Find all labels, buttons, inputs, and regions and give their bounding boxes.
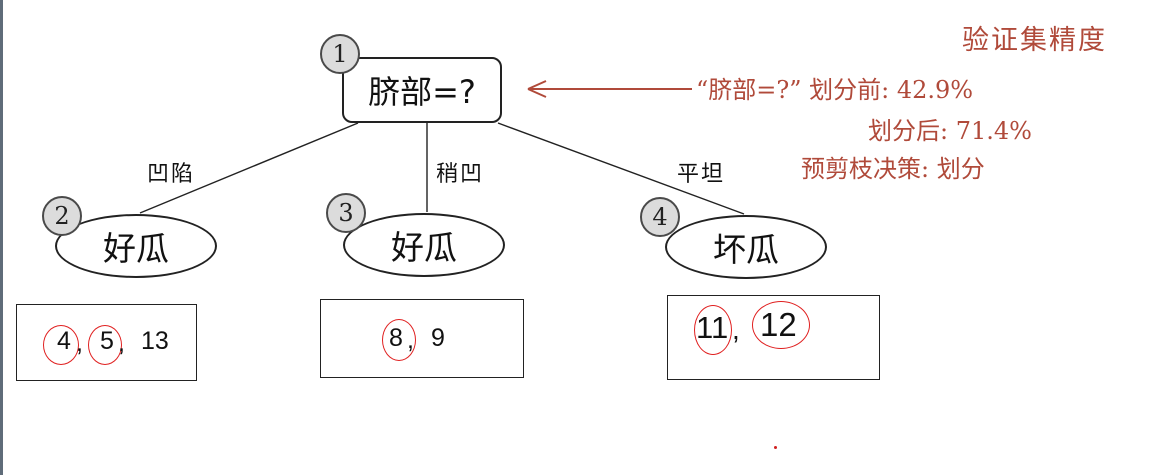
- separator: ,: [76, 329, 83, 357]
- leaf-node-3-number: 3: [326, 193, 366, 233]
- edge-root-to-node-4: [497, 122, 745, 215]
- validation-circle-mark: [88, 325, 122, 365]
- leaf-node-2: 好瓜: [55, 214, 217, 278]
- root-node-label: 脐部=?: [368, 73, 476, 111]
- branch-label-1: 凹陷: [147, 162, 196, 187]
- sample-box-node-2: 4 , 5 , 13: [16, 304, 197, 381]
- validation-circle-mark: [382, 319, 416, 361]
- sample-number: 13: [141, 327, 169, 355]
- validation-circle-mark: [752, 301, 810, 349]
- validation-circle-mark: [694, 305, 732, 355]
- leaf-node-4-number: 4: [640, 197, 680, 237]
- leaf-node-2-number: 2: [42, 196, 82, 236]
- sample-number: 8: [389, 324, 403, 352]
- validation-circle-mark: [43, 325, 79, 365]
- sample-box-node-3: 8 , 9: [320, 299, 524, 378]
- annotation-title: 验证集精度: [962, 25, 1107, 56]
- branch-label-3: 平坦: [677, 162, 726, 187]
- sample-number: 9: [431, 324, 445, 352]
- annotation-line-3: 预剪枝决策: 划分: [801, 155, 985, 183]
- leaf-node-3-label: 好瓜: [391, 228, 457, 267]
- stray-dot: [774, 446, 777, 449]
- separator: ,: [407, 326, 414, 354]
- leaf-node-2-label: 好瓜: [103, 229, 169, 268]
- leaf-node-4-label: 坏瓜: [713, 230, 779, 269]
- separator: ,: [732, 314, 740, 345]
- annotation-arrowhead: [527, 80, 547, 98]
- root-node: 脐部=?: [342, 57, 502, 123]
- sample-number: 4: [57, 327, 71, 355]
- leaf-node-4: 坏瓜: [665, 215, 827, 279]
- edge-root-to-node-2: [139, 122, 359, 214]
- annotation-line-1: “脐部=?” 划分前: 42.9%: [696, 76, 974, 104]
- leaf-node-3: 好瓜: [343, 213, 505, 277]
- window-left-edge: [0, 0, 3, 475]
- sample-box-node-4: 11 , 12: [667, 295, 880, 380]
- sample-number: 5: [100, 327, 114, 355]
- sample-number: 11: [696, 310, 729, 345]
- branch-label-2: 稍凹: [436, 162, 485, 187]
- separator: ,: [118, 329, 125, 357]
- annotation-line-2: 划分后: 71.4%: [868, 117, 1032, 145]
- root-node-number: 1: [320, 34, 360, 74]
- sample-number: 12: [760, 306, 797, 343]
